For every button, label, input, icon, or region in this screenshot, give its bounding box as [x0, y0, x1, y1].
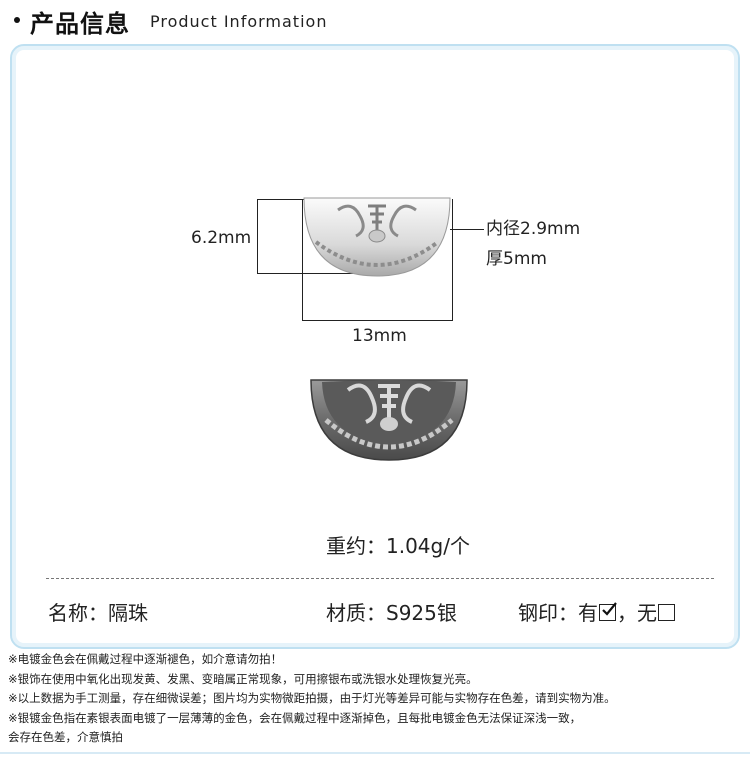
checkbox-empty-icon: [658, 604, 675, 621]
height-label: 6.2mm: [191, 228, 252, 248]
inner-diameter-leader-line: [450, 229, 484, 230]
note-line: ※电镀金色会在佩戴过程中逐渐褪色，如介意请勿拍！: [8, 652, 283, 666]
stamp-info: 钢印：有 ，无: [518, 597, 676, 626]
note-line: 会存在色差，介意慎拍: [8, 730, 123, 744]
stamp-separator: ，无: [617, 601, 657, 625]
section-title-en: Product Information: [150, 12, 328, 31]
stamp-label: 钢印：有: [518, 601, 598, 625]
product-material: 材质：S925银: [326, 601, 457, 625]
note-line: ※以上数据为手工测量，存在细微误差；图片均为实物微距拍摄，由于灯光等差异可能与实…: [8, 691, 616, 705]
product-photo-oxidized: [310, 379, 468, 461]
weight-text: 重约：1.04g/个: [326, 534, 470, 558]
checkbox-checked-icon: [599, 602, 617, 621]
bullet-dot-icon: [14, 17, 20, 23]
inner-diameter-label: 内径2.9mm: [486, 219, 581, 239]
width-dimension-box: [302, 199, 453, 321]
product-photo-shiny: [303, 197, 451, 277]
section-header: 产品信息 Product Information: [0, 0, 750, 40]
disclaimer-notes: ※电镀金色会在佩戴过程中逐渐褪色，如介意请勿拍！ ※银饰在使用中氧化出现发黄、发…: [8, 650, 748, 748]
width-label: 13mm: [352, 326, 407, 346]
dashed-divider: [46, 578, 714, 579]
note-line: ※银饰在使用中氧化出现发黄、发黑、变暗属正常现象，可用擦银布或洗银水处理恢复光亮…: [8, 671, 478, 686]
product-info-panel: 6.2mm 13mm 内径2.9mm 厚5mm 重约：1.04g/个 名称：隔珠…: [10, 44, 740, 649]
footer-border: [0, 752, 750, 754]
note-line: ※银镀金色指在素银表面电镀了一层薄薄的金色，会在佩戴过程中逐渐掉色，且每批电镀金…: [8, 710, 582, 725]
section-title-zh: 产品信息: [30, 10, 130, 38]
thickness-label: 厚5mm: [486, 249, 547, 269]
product-name: 名称：隔珠: [48, 601, 148, 625]
